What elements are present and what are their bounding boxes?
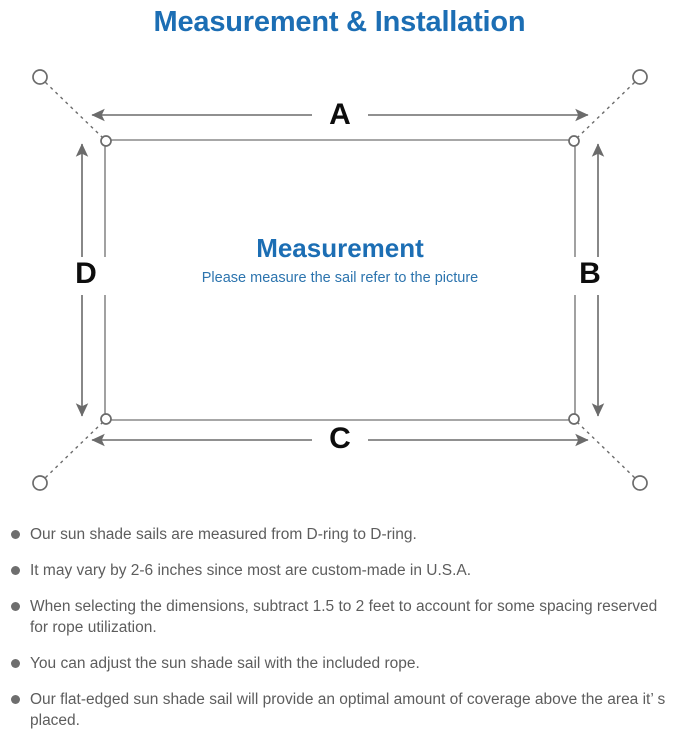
- notes-list: Our sun shade sails are measured from D-…: [0, 524, 679, 746]
- diagram-svg: [32, 69, 648, 491]
- dimension-label-a: A: [312, 98, 368, 132]
- bullet-icon: [11, 659, 20, 668]
- page-title: Measurement & Installation: [153, 6, 526, 38]
- bullet-icon: [11, 530, 20, 539]
- list-item-text: It may vary by 2-6 inches since most are…: [30, 562, 472, 579]
- anchor-bottom-right-icon: [632, 475, 648, 491]
- bullet-icon: [11, 695, 20, 704]
- list-item: You can adjust the sun shade sail with t…: [0, 653, 679, 674]
- d-ring-bottom-left-icon: [100, 413, 112, 425]
- list-item-text: Our flat-edged sun shade sail will provi…: [30, 691, 666, 729]
- list-item: Our sun shade sails are measured from D-…: [0, 524, 679, 545]
- list-item: When selecting the dimensions, subtract …: [0, 596, 679, 638]
- anchor-bottom-left-icon: [32, 475, 48, 491]
- bullet-icon: [11, 602, 20, 611]
- sail-center-caption: Measurement Please measure the sail refe…: [105, 232, 575, 288]
- anchor-top-right-icon: [632, 69, 648, 85]
- sail-caption-title: Measurement: [256, 233, 424, 263]
- measurement-diagram: A B C D Measurement Please measure the s…: [0, 52, 679, 512]
- list-item-text: When selecting the dimensions, subtract …: [30, 598, 658, 636]
- bullet-icon: [11, 566, 20, 575]
- list-item: It may vary by 2-6 inches since most are…: [0, 560, 679, 581]
- d-ring-top-right-icon: [568, 135, 580, 147]
- d-ring-bottom-right-icon: [568, 413, 580, 425]
- d-ring-top-left-icon: [100, 135, 112, 147]
- list-item-text: You can adjust the sun shade sail with t…: [30, 655, 420, 672]
- anchor-top-left-icon: [32, 69, 48, 85]
- list-item-text: Our sun shade sails are measured from D-…: [30, 526, 417, 543]
- dimension-label-d: D: [64, 257, 108, 295]
- list-item: Our flat-edged sun shade sail will provi…: [0, 689, 679, 731]
- dimension-label-c: C: [312, 422, 368, 456]
- sail-caption-subtitle: Please measure the sail refer to the pic…: [201, 270, 479, 286]
- dimension-label-b: B: [568, 257, 612, 295]
